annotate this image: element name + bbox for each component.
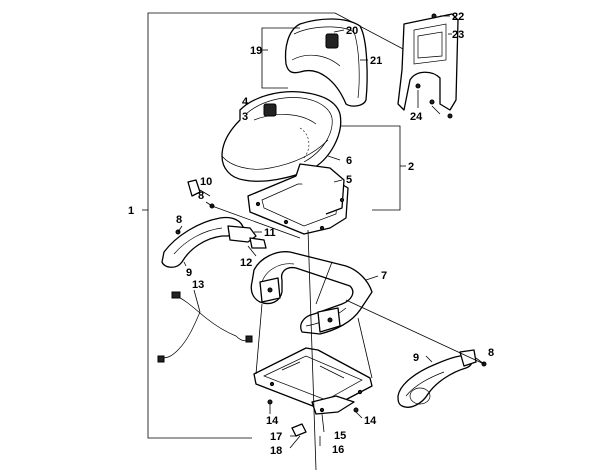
leader-lines	[211, 205, 485, 471]
callout-24: 24	[410, 111, 423, 123]
assembly-bracket-1	[142, 12, 406, 439]
bracket-19	[261, 27, 288, 89]
callout-12: 12	[240, 257, 252, 269]
bracket-2	[340, 125, 401, 211]
callout-14a: 14	[266, 415, 279, 427]
callout-23: 23	[452, 29, 464, 41]
callout-14b: 14	[364, 415, 377, 427]
backrest-cushion	[284, 18, 368, 107]
callout-15: 15	[334, 430, 346, 442]
callout-2: 2	[408, 161, 414, 173]
callout-9a: 9	[186, 267, 192, 279]
callout-19: 19	[250, 45, 262, 57]
wire-harness	[157, 291, 253, 363]
callout-8c: 8	[488, 347, 494, 359]
backrest-mount-bracket	[397, 13, 459, 119]
callout-1: 1	[128, 205, 134, 217]
callout-17: 17	[270, 431, 282, 443]
seat-cushion	[221, 90, 342, 182]
callout-13: 13	[192, 279, 204, 291]
callout-18: 18	[270, 445, 282, 457]
callout-8a: 8	[198, 190, 204, 202]
callout-4: 4	[242, 96, 249, 108]
callout-3: 3	[242, 111, 248, 123]
callout-9b: 9	[413, 352, 419, 364]
callout-20: 20	[346, 25, 358, 37]
grab-handle-left	[161, 179, 267, 268]
seat-frame	[250, 251, 373, 335]
seat-base-pan	[247, 163, 349, 235]
callout-5: 5	[346, 174, 352, 186]
callout-22: 22	[452, 11, 464, 23]
grab-handle-right	[397, 349, 487, 408]
callout-7: 7	[381, 270, 387, 282]
callout-6: 6	[346, 155, 352, 167]
callout-11: 11	[264, 227, 276, 239]
callout-10: 10	[200, 176, 212, 188]
callout-21: 21	[370, 55, 382, 67]
callout-16: 16	[332, 444, 344, 456]
callout-8b: 8	[176, 214, 182, 226]
